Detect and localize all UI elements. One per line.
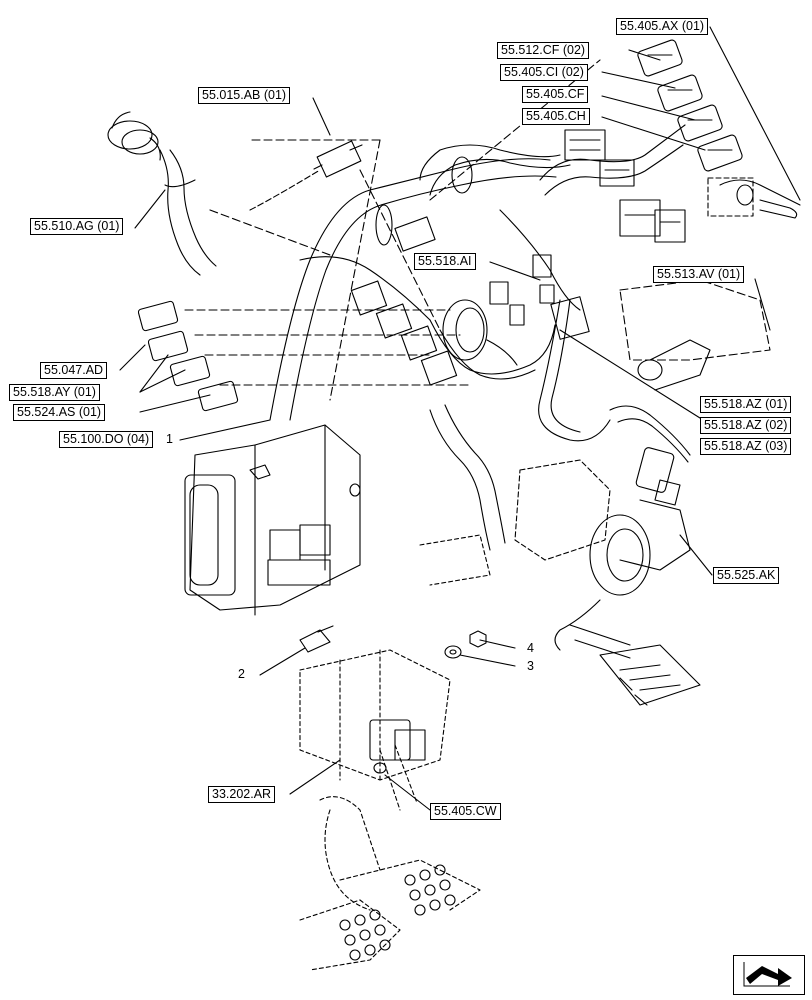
harness-connectors-center: [350, 216, 590, 386]
ref-label-55-524-as-01[interactable]: 55.524.AS (01): [13, 404, 106, 421]
pedal-studs: [339, 864, 456, 961]
accelerator-pedal: [514, 447, 701, 706]
connector-015ab: [249, 140, 363, 211]
control-module: [184, 424, 361, 616]
item-number-4: 4: [527, 641, 534, 655]
ref-label-55-405-ch[interactable]: 55.405.CH: [522, 108, 590, 125]
small-connectors-left: [137, 300, 239, 412]
ref-label-55-510-ag-01[interactable]: 55.510.AG (01): [30, 218, 124, 235]
ref-label-55-405-ax-01[interactable]: 55.405.AX (01): [616, 18, 709, 35]
ref-label-55-015-ab-01[interactable]: 55.015.AB (01): [198, 87, 291, 104]
ref-label-55-518-az-02[interactable]: 55.518.AZ (02): [700, 417, 792, 434]
ref-label-55-525-ak[interactable]: 55.525.AK: [713, 567, 780, 584]
ref-label-55-405-cw[interactable]: 55.405.CW: [430, 803, 501, 820]
connector-stack-405: [564, 39, 801, 243]
ref-label-55-518-az-03[interactable]: 55.518.AZ (03): [700, 438, 792, 455]
round-connector-510ag: [107, 111, 217, 276]
ref-label-55-513-av-01[interactable]: 55.513.AV (01): [653, 266, 745, 283]
reference-leader-lines: [184, 59, 771, 401]
ref-label-55-518-az-01[interactable]: 55.518.AZ (01): [700, 396, 792, 413]
next-page-button[interactable]: [733, 955, 805, 995]
ref-label-55-512-cf-02[interactable]: 55.512.CF (02): [497, 42, 590, 59]
ref-label-55-100-do-04[interactable]: 55.100.DO (04): [59, 431, 154, 448]
fasteners: [299, 625, 487, 659]
item-number-3: 3: [527, 659, 534, 673]
sensor-405cw: [369, 719, 426, 774]
ref-label-33-202-ar[interactable]: 33.202.AR: [208, 786, 276, 803]
pedal-bracket-dashed: [299, 534, 491, 971]
ref-label-55-405-ci-02[interactable]: 55.405.CI (02): [500, 64, 588, 81]
ref-label-55-047-ad[interactable]: 55.047.AD: [40, 362, 108, 379]
item-number-2: 2: [238, 667, 245, 681]
next-page-arrow-icon: [743, 962, 792, 987]
label-leader-lines: [119, 26, 801, 811]
block-513av: [637, 339, 711, 391]
item-number-1: 1: [166, 432, 173, 446]
ref-label-55-405-cf[interactable]: 55.405.CF: [522, 86, 589, 103]
ref-label-55-518-ay-01[interactable]: 55.518.AY (01): [9, 384, 100, 401]
ref-label-55-518-ai[interactable]: 55.518.AI: [414, 253, 476, 270]
main-harness: [269, 124, 691, 551]
